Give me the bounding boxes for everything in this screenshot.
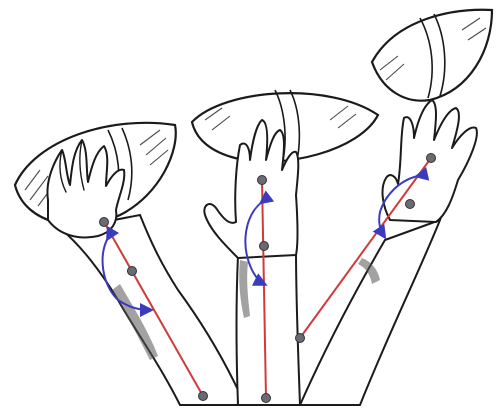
panel-3-elbow-joint	[296, 334, 305, 343]
panel-3-forearm	[300, 220, 440, 405]
panel-3-knuckle-joint	[427, 154, 436, 163]
panel-2-knuckle-joint	[258, 176, 267, 185]
panel-1-wrist-joint	[128, 267, 137, 276]
panel-2-elbow-joint	[262, 394, 271, 403]
panel-1-knuckle-joint	[100, 218, 109, 227]
panel-1-grip	[15, 123, 245, 405]
panel-3-wrist-joint	[406, 200, 415, 209]
panel-2-wrist-joint	[260, 242, 269, 251]
panel-1-elbow-joint	[199, 392, 208, 401]
